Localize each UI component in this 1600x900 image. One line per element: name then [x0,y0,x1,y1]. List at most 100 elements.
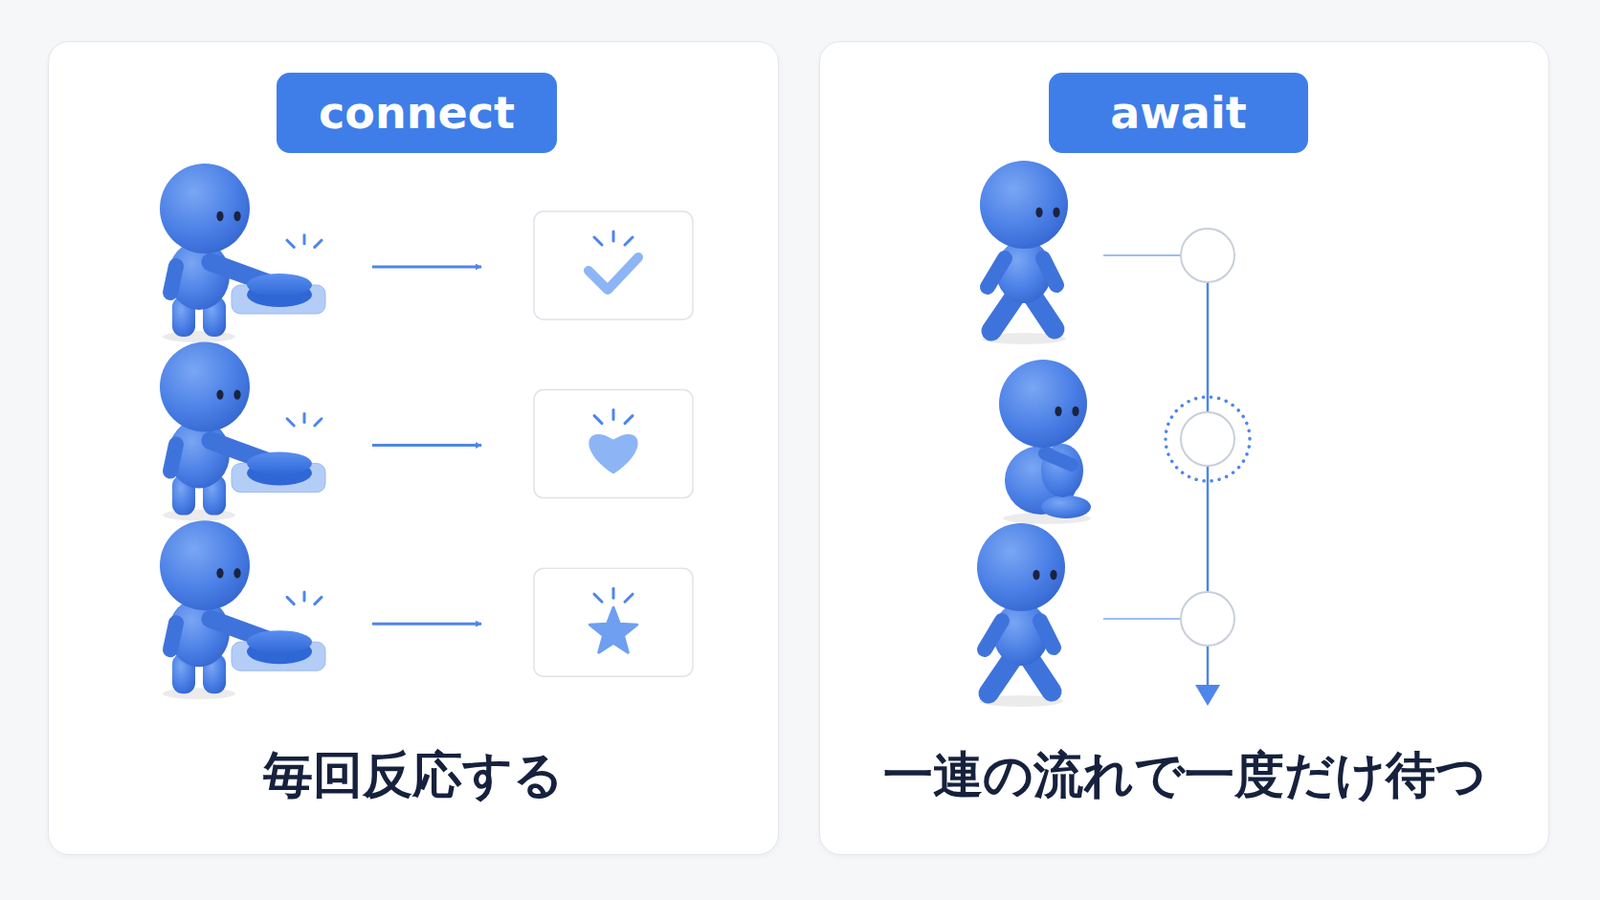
burst [314,419,322,426]
wait-ring [1165,397,1250,482]
body [996,240,1052,304]
limb [988,657,1014,694]
head [159,342,250,433]
button-base [231,285,326,314]
limb [1043,258,1057,286]
eye [1049,570,1057,580]
result-card [533,211,693,320]
leg [172,475,196,516]
eye [1071,406,1079,417]
body [168,598,230,667]
limb [170,444,177,472]
burst [594,237,602,245]
head [159,520,250,611]
arrow [372,622,482,626]
limb [1040,621,1054,648]
connector-tick [1103,254,1181,257]
eye [1054,406,1062,417]
foot [1041,495,1091,519]
shadow [1002,512,1091,525]
result-card [533,568,693,677]
head [159,163,250,254]
burst [612,231,616,242]
eye [233,389,241,400]
button-cap [246,273,312,297]
timeline-step [1180,412,1235,467]
title-pill: connect [276,72,557,154]
eye [233,211,241,222]
burst [612,588,616,599]
burst [287,240,294,247]
burst [612,410,616,421]
leg [172,296,196,337]
burst [594,594,602,602]
title-pill: await [1048,72,1309,154]
button-side [246,282,312,308]
knee [1041,444,1084,498]
result-card [533,390,693,499]
eye [233,568,241,578]
arrow [372,266,482,269]
shadow [981,333,1067,345]
burst [624,237,633,245]
eye [1052,207,1060,218]
body [168,241,230,311]
panel-caption: 一連の流れで一度だけ待つ [883,745,1487,805]
limb [987,258,1005,288]
limb [1044,453,1072,466]
limb [170,266,177,293]
head [979,160,1068,249]
button-side [246,639,312,665]
burst [624,594,633,602]
limb [170,622,177,650]
panel-box: 一連の流れで一度だけ待つ await [819,41,1550,856]
leg [172,653,196,694]
leg [202,296,226,337]
timeline-step [1180,228,1235,283]
limb [210,262,268,284]
leg [202,653,226,694]
burst [594,416,602,424]
shadow [162,510,236,522]
burst [303,592,307,601]
button-cap [246,630,312,654]
burst [314,240,322,247]
timeline-step [1180,592,1235,646]
button-side [246,461,312,487]
timeline [1206,282,1210,699]
shadow [162,688,236,700]
button-base [231,642,326,671]
limb [991,294,1017,332]
eye [216,389,223,400]
burst [287,419,294,426]
panel-box: 毎回反応する connect [47,41,779,856]
connector-tick [1103,618,1181,621]
burst [314,597,322,604]
timeline-head [1195,685,1221,707]
burst [303,413,307,423]
eye [216,211,223,222]
limb [984,621,1002,650]
star-icon [589,607,637,653]
body [993,602,1049,667]
heart-icon [588,434,638,475]
limb [210,441,268,463]
head [977,523,1066,612]
panel-caption: 毎回反応する [263,745,564,805]
shadow [978,695,1064,708]
button-base [231,464,326,493]
eye [1035,207,1043,218]
check-icon [588,257,639,290]
pill-label: connect [318,88,515,138]
head [999,359,1088,448]
eye [216,568,223,578]
burst [624,416,633,424]
limb [210,619,268,641]
arrow [372,444,482,447]
leg [202,475,226,516]
button-cap [246,452,312,476]
body [168,420,230,489]
burst [287,597,294,604]
limb [1028,657,1052,692]
